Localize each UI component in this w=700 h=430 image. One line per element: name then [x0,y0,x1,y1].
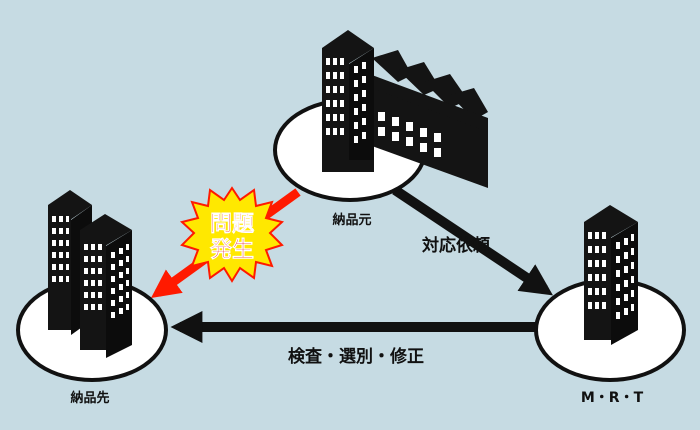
node-customer: 納品先 [16,190,168,406]
starburst-icon [179,186,285,283]
office-buildings-icon [48,190,132,358]
problem-line2: 発生 [209,238,254,263]
mrt-label: M・R・T [581,390,644,406]
node-supplier: 納品元 [273,30,488,228]
inspection-label: 検査・選別・修正 [288,346,424,367]
problem-burst: 問題 発生 [179,186,285,283]
customer-label: 納品先 [70,390,109,406]
request-label: 対応依頼 [421,235,491,256]
problem-line1: 問題 [210,212,255,237]
node-mrt: M・R・T [534,205,686,406]
arrow-request [392,185,553,296]
supplier-label: 納品元 [332,212,371,228]
tower-building-icon [584,205,638,345]
factory-building-icon [322,30,488,188]
